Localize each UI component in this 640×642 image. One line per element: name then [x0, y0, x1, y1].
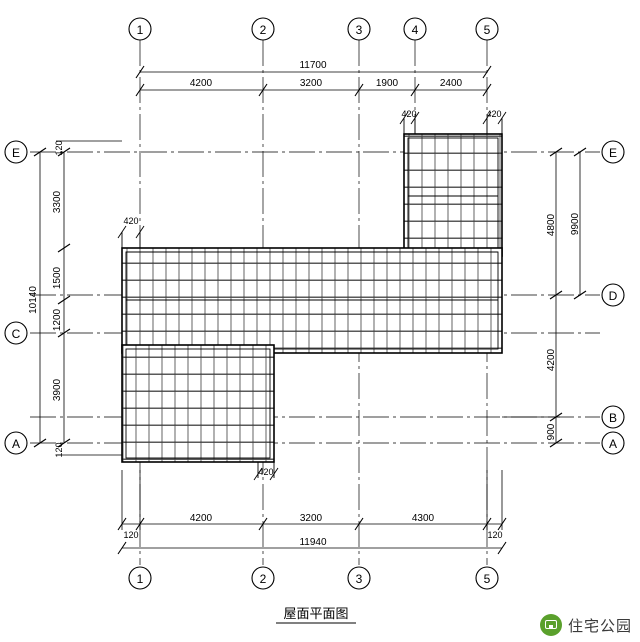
dim-left-seg-1: 120: [54, 140, 64, 155]
drawing-title: 屋面平面图: [283, 607, 348, 622]
eave-note-3: 420: [123, 216, 138, 226]
dim-bottom-seg-3: 3200: [300, 513, 323, 524]
grid-bubble-top-3-label: 3: [356, 23, 363, 37]
grid-bubble-top-1-label: 1: [137, 23, 144, 37]
grid-bubble-bottom-5-label: 5: [484, 572, 491, 586]
grid-bubble-bottom-3-label: 3: [356, 572, 363, 586]
grid-bubble-top-5[interactable]: [475, 17, 499, 41]
dimension-chain-bottom: [117, 470, 507, 555]
grid-bubble-bottom-5[interactable]: [475, 566, 499, 590]
dim-left-seg-4: 1200: [52, 308, 63, 331]
grid-bubble-top-4[interactable]: [403, 17, 427, 41]
grid-bubble-right-E-label: E: [609, 146, 617, 160]
dim-left-seg-3: 1500: [52, 266, 63, 289]
grid-bubble-right-D[interactable]: [601, 283, 625, 307]
watermark-label: 住宅公园: [567, 616, 632, 635]
dim-top-overall: 11700: [299, 60, 327, 71]
dim-left-seg-5: 3900: [52, 378, 63, 401]
grid-bubble-left-A-label: A: [12, 437, 20, 451]
dim-bottom-seg-5: 120: [487, 530, 502, 540]
grid-bubble-bottom-1-label: 1: [137, 572, 144, 586]
dim-top-seg-2: 3200: [300, 78, 323, 89]
grid-bubble-right-D-label: D: [609, 289, 618, 303]
grid-bubble-left-E-label: E: [12, 146, 20, 160]
grid-bubbles-bottom: 1 2 3 5: [128, 566, 499, 590]
eave-note-2: 420: [486, 109, 501, 119]
grid-bubbles-left: E C A: [4, 140, 28, 455]
grid-bubble-top-5-label: 5: [484, 23, 491, 37]
grid-bubble-right-B-label: B: [609, 411, 617, 425]
grid-bubble-right-E[interactable]: [601, 140, 625, 164]
dim-right-seg-2: 4200: [546, 348, 557, 371]
dimension-chain-top: [135, 65, 492, 97]
roof-ridges: [126, 195, 498, 301]
grid-bubbles-top: 1 2 3 4 5: [128, 17, 499, 41]
dimension-chain-right: [502, 147, 587, 448]
dim-bottom-seg-2: 4200: [190, 513, 213, 524]
dim-left-seg-6: 120: [54, 442, 64, 457]
dim-right-overall: 9900: [570, 212, 581, 235]
house-logo-icon: [539, 614, 562, 636]
grid-bubble-left-A[interactable]: [4, 431, 28, 455]
roof-outline: [121, 133, 503, 463]
eave-callouts: [117, 111, 507, 481]
grid-bubble-right-A[interactable]: [601, 431, 625, 455]
grid-bubble-right-A-label: A: [609, 437, 617, 451]
dim-bottom-seg-1: 120: [123, 530, 138, 540]
dim-left-overall: 10140: [28, 286, 39, 314]
dim-top-seg-1: 4200: [190, 78, 213, 89]
dim-bottom-seg-4: 4300: [412, 513, 435, 524]
dim-right-seg-1: 4800: [546, 213, 557, 236]
grid-bubble-top-2[interactable]: [251, 17, 275, 41]
grid-bubble-bottom-2-label: 2: [260, 572, 267, 586]
dim-left-seg-2: 3300: [52, 190, 63, 213]
dim-top-seg-3: 1900: [376, 78, 399, 89]
roof-wing-south-inner: [125, 348, 271, 459]
grid-bubble-top-1[interactable]: [128, 17, 152, 41]
dimension-chain-left: [33, 140, 122, 456]
grid-bubble-bottom-1[interactable]: [128, 566, 152, 590]
grid-bubble-right-B[interactable]: [601, 405, 625, 429]
grid-bubble-bottom-3[interactable]: [347, 566, 371, 590]
grid-bubble-left-C[interactable]: [4, 321, 28, 345]
dim-right-seg-3: 900: [546, 423, 557, 440]
eave-note-1: 420: [401, 109, 416, 119]
grid-bubble-left-E[interactable]: [4, 140, 28, 164]
roof-wing-north: [403, 133, 503, 257]
dim-bottom-overall: 11940: [299, 537, 327, 548]
dim-top-seg-4: 2400: [440, 78, 463, 89]
roof-wing-south: [121, 344, 275, 463]
grid-bubble-top-3[interactable]: [347, 17, 371, 41]
grid-bubble-bottom-2[interactable]: [251, 566, 275, 590]
grid-bubble-top-4-label: 4: [412, 23, 419, 37]
grid-bubbles-right: E D B A: [601, 140, 625, 455]
watermark: 住宅公园: [539, 614, 632, 636]
eave-note-4: 420: [258, 467, 273, 477]
grid-bubble-left-C-label: C: [12, 327, 21, 341]
grid-bubble-top-2-label: 2: [260, 23, 267, 37]
